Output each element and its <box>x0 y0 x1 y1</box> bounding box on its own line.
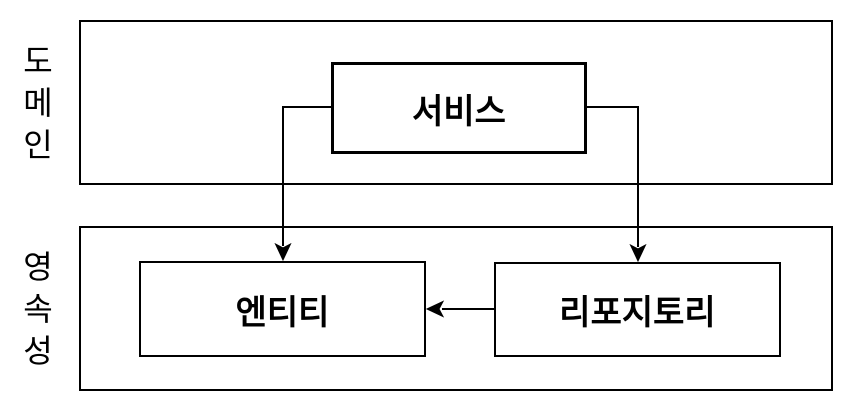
layer-label-domain: 도메인 <box>23 42 53 163</box>
node-repository-label: 리포지토리 <box>559 294 716 332</box>
node-service: 서비스 <box>331 62 587 154</box>
node-service-label: 서비스 <box>412 92 506 131</box>
node-repository: 리포지토리 <box>494 262 781 357</box>
node-entity: 엔티티 <box>139 261 426 357</box>
node-entity-label: 엔티티 <box>235 293 330 332</box>
layer-label-persistence: 영속성 <box>23 248 53 369</box>
